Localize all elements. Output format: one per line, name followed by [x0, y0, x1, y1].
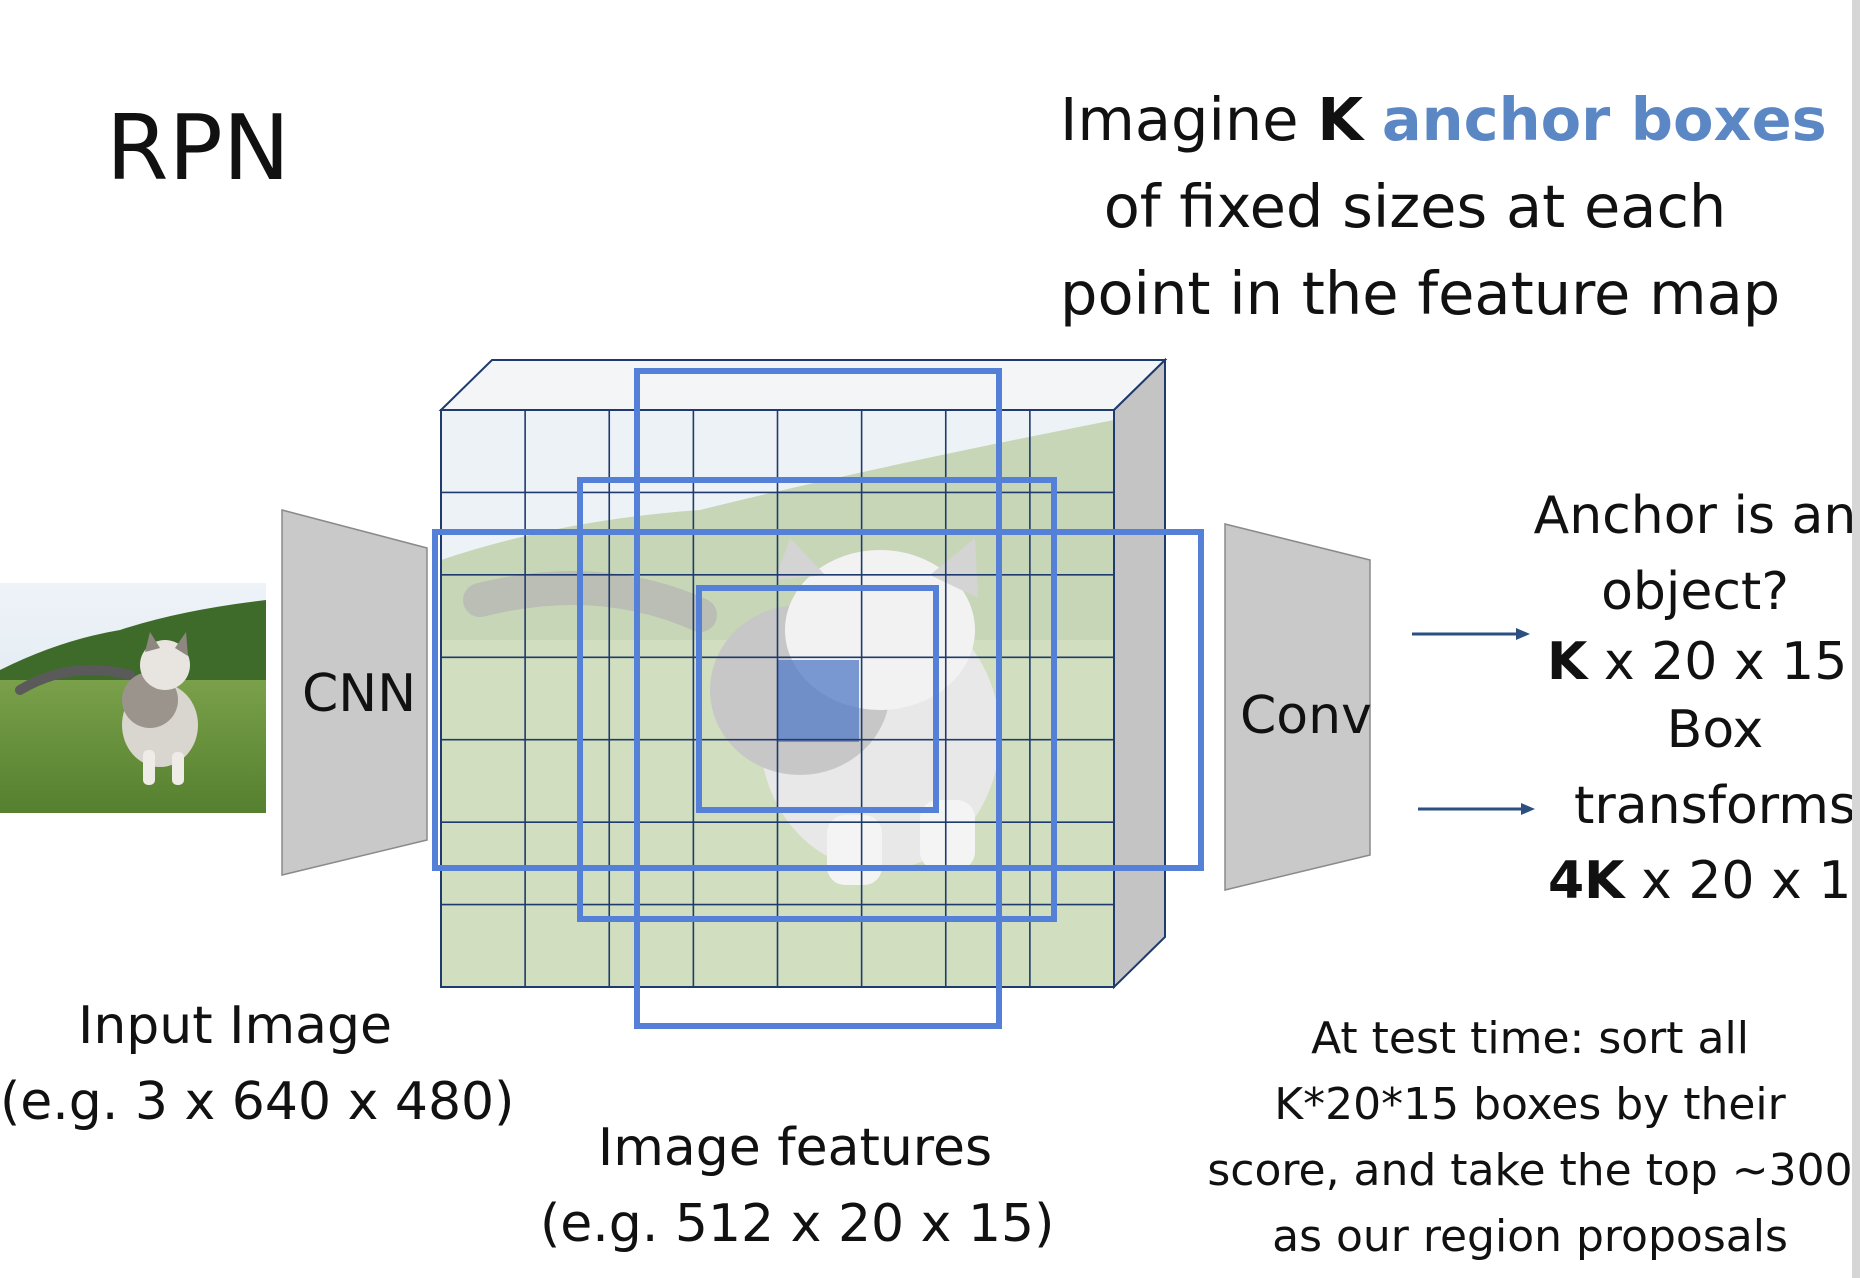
- image-features-line-1: Image features: [597, 1118, 993, 1178]
- objectness-output: Anchor is an object?: [1500, 478, 1860, 630]
- test-time-line-4: as our region proposals: [1272, 1211, 1788, 1262]
- objectness-dims: K x 20 x 15: [1547, 632, 1848, 692]
- slide-title: RPN: [106, 96, 291, 201]
- conv-block: [1224, 523, 1371, 891]
- anchor-description-line-2: of fixed sizes at each: [1103, 172, 1727, 241]
- anchor-description-line-1: Imagine K anchor boxes: [1060, 76, 1827, 163]
- anchor-description: Imagine K anchor boxes of fixed sizes at…: [1060, 76, 1827, 337]
- feature-grid: [441, 410, 1114, 987]
- cnn-block: [281, 509, 428, 876]
- imagine-text: Imagine: [1060, 85, 1318, 154]
- anchor-boxes-text: anchor boxes: [1381, 85, 1827, 154]
- input-image-line-2: (e.g. 3 x 640 x 480): [0, 1072, 515, 1132]
- objectness-line-1: Anchor is an: [1533, 486, 1857, 546]
- cnn-label: CNN: [302, 664, 417, 724]
- feature-map-top-face: [438, 359, 1168, 411]
- k-text: K: [1317, 85, 1364, 154]
- box-transform-arrow: [1418, 803, 1535, 815]
- box-transform-output: Box transforms: [1530, 692, 1860, 844]
- test-time-note: At test time: sort all K*20*15 boxes by …: [1195, 1006, 1860, 1270]
- feature-map-side-face: [1113, 357, 1166, 990]
- input-image-caption: Input Image (e.g. 3 x 640 x 480): [0, 988, 515, 1140]
- test-time-line-3: score, and take the top ~300: [1207, 1145, 1853, 1196]
- objectness-line-2: object?: [1601, 562, 1789, 622]
- image-features-line-2: (e.g. 512 x 20 x 15): [540, 1194, 1055, 1254]
- image-features-caption: Image features (e.g. 512 x 20 x 15): [540, 1110, 1055, 1262]
- box-transform-dims: 4K x 20 x 15: [1548, 851, 1860, 911]
- window-scrollbar[interactable]: [1852, 0, 1860, 1278]
- anchor-box-wide: [432, 529, 1204, 871]
- anchor-box-tall: [634, 368, 1002, 1029]
- input-image-line-1: Input Image: [77, 996, 393, 1056]
- box-transform-line-2: transforms: [1573, 776, 1856, 836]
- test-time-line-1: At test time: sort all: [1311, 1013, 1749, 1064]
- test-time-line-2: K*20*15 boxes by their: [1274, 1079, 1786, 1130]
- conv-label: Conv: [1240, 686, 1372, 746]
- anchor-description-line-3: point in the feature map: [1060, 259, 1781, 328]
- box-transform-line-1: Box: [1666, 700, 1764, 760]
- anchor-box-large-square: [577, 477, 1057, 922]
- anchor-boxes: [432, 368, 1204, 1029]
- anchor-box-small: [696, 585, 939, 813]
- input-kitten-photo: [0, 583, 266, 813]
- objectness-arrow: [1412, 628, 1530, 640]
